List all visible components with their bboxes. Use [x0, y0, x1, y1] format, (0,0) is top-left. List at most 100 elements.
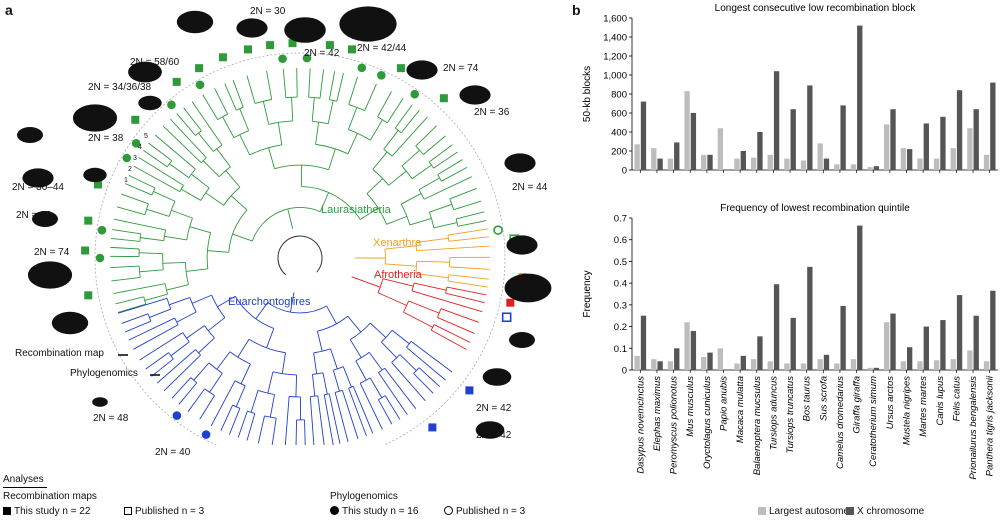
tree-branch [413, 282, 447, 291]
bar-largest-autosome [800, 363, 807, 370]
tree-branch [382, 278, 414, 287]
tree-arc [312, 120, 329, 125]
legend-phylo-pub-label: Published n = 3 [456, 506, 526, 517]
tree-leaf-branch [284, 396, 290, 445]
tree-leaf-branch [308, 68, 311, 98]
x-category-label: Dasypus novemcinctus [635, 376, 646, 474]
tree-branch [193, 362, 210, 381]
karyotype-label: 2N = 42 [476, 430, 512, 441]
x-category-label: Tursiops truncatus [785, 376, 796, 454]
bar-largest-autosome [634, 144, 640, 170]
tree-arc [257, 390, 275, 396]
bar-x-chromosome [890, 109, 896, 170]
tree-branch [388, 170, 407, 186]
tree-arc [189, 297, 197, 313]
tree-leaf-branch [319, 69, 325, 99]
tree-branch [351, 276, 381, 288]
armadillo-silhouette-icon [506, 235, 538, 255]
tree-leaf-branch [282, 68, 287, 98]
tree-arc [312, 372, 324, 375]
bar-x-chromosome [807, 266, 813, 370]
tree-branch [186, 325, 205, 339]
tree-arc [403, 300, 409, 313]
tree-branch [327, 100, 334, 124]
chart-title: Frequency of lowest recombination quinti… [720, 203, 910, 214]
tree-branch [315, 121, 320, 145]
tree-branch [162, 261, 186, 264]
tree-branch [216, 148, 231, 168]
bar-x-chromosome [990, 82, 996, 170]
bar-x-chromosome [740, 151, 746, 170]
bar-largest-autosome [701, 154, 707, 170]
legend-recomb-this-label: This study n = 22 [14, 506, 91, 517]
tree-arc [406, 341, 412, 348]
bar-x-chromosome [956, 90, 963, 170]
bar-x-chromosome [657, 361, 663, 370]
green-square-marker [288, 39, 297, 48]
bar-x-chromosome [674, 142, 680, 170]
tree-arc [213, 144, 223, 152]
y-tick-label: 200 [611, 147, 627, 158]
tree-branch [328, 148, 336, 170]
tree-leaf-branch [447, 228, 488, 236]
tree-leaf-branch [113, 283, 166, 294]
bar-largest-autosome [767, 361, 773, 370]
tree-leaf-branch [110, 265, 140, 269]
boxed-number: 1 [124, 177, 128, 184]
tree-arc [163, 229, 167, 241]
tree-leaf-branch [145, 352, 169, 370]
bar-largest-autosome [933, 360, 940, 370]
bar-largest-autosome [784, 158, 790, 170]
tree-leaf-branch [171, 377, 192, 399]
tree-leaf-branch [377, 91, 392, 118]
tree-leaf-branch [400, 109, 420, 134]
tree-leaf-branch [295, 419, 298, 445]
panel-a-letter: a [5, 2, 13, 18]
tree-leaf-branch [384, 395, 401, 420]
y-tick-label: 0.4 [614, 279, 627, 290]
tree-arc [268, 120, 293, 125]
tree-leaf-branch [406, 346, 446, 381]
clade-label-euarchontoglires: Euarchontoglires [228, 296, 311, 308]
tree-branch [433, 222, 458, 229]
tree-branch [171, 209, 193, 219]
legend-analyses-title: Analyses [3, 474, 44, 485]
tree-leaf-branch [437, 159, 463, 175]
bar-x-chromosome [773, 284, 780, 370]
tree-branch [217, 295, 236, 308]
tree-leaf-branch [456, 211, 485, 220]
tree-leaf-branch [411, 290, 483, 313]
tree-branch [342, 366, 352, 388]
green-circle-marker [377, 70, 386, 80]
clade-label-laurasiatheria: Laurasiatheria [321, 204, 391, 216]
green-square-marker [93, 180, 102, 189]
tree-branch [322, 372, 328, 395]
tree-branch [313, 352, 318, 374]
bar-largest-autosome [717, 348, 723, 370]
dolphin-silhouette-icon [284, 17, 326, 43]
tree-branch [140, 237, 164, 242]
y-tick-label: 0.5 [614, 257, 627, 268]
tree-branch [370, 322, 387, 338]
tree-branch [176, 311, 197, 323]
tree-arc [229, 351, 251, 365]
bar-largest-autosome [717, 128, 723, 170]
tree-branch [232, 233, 253, 242]
y-axis-label: 50-kb blocks [582, 66, 593, 122]
tree-leaf-branch [348, 76, 358, 105]
y-tick-label: 1,000 [603, 71, 627, 82]
green-square-marker [218, 53, 227, 62]
tree-arc [168, 201, 176, 217]
green-circle-marker [167, 100, 176, 110]
tiger-silhouette-icon [72, 104, 118, 132]
open-circle-marker [493, 225, 503, 235]
lynx-silhouette-icon [17, 127, 43, 143]
rhino-silhouette-icon [51, 311, 89, 335]
karyotype-label: 2N = 38 [88, 133, 124, 144]
bar-largest-autosome [684, 322, 690, 370]
tree-branch [255, 302, 269, 320]
tree-leaf-branch [430, 329, 467, 350]
panel-b-letter: b [572, 2, 581, 18]
bar-largest-autosome [967, 350, 973, 370]
elephant-silhouette-icon [504, 273, 552, 303]
